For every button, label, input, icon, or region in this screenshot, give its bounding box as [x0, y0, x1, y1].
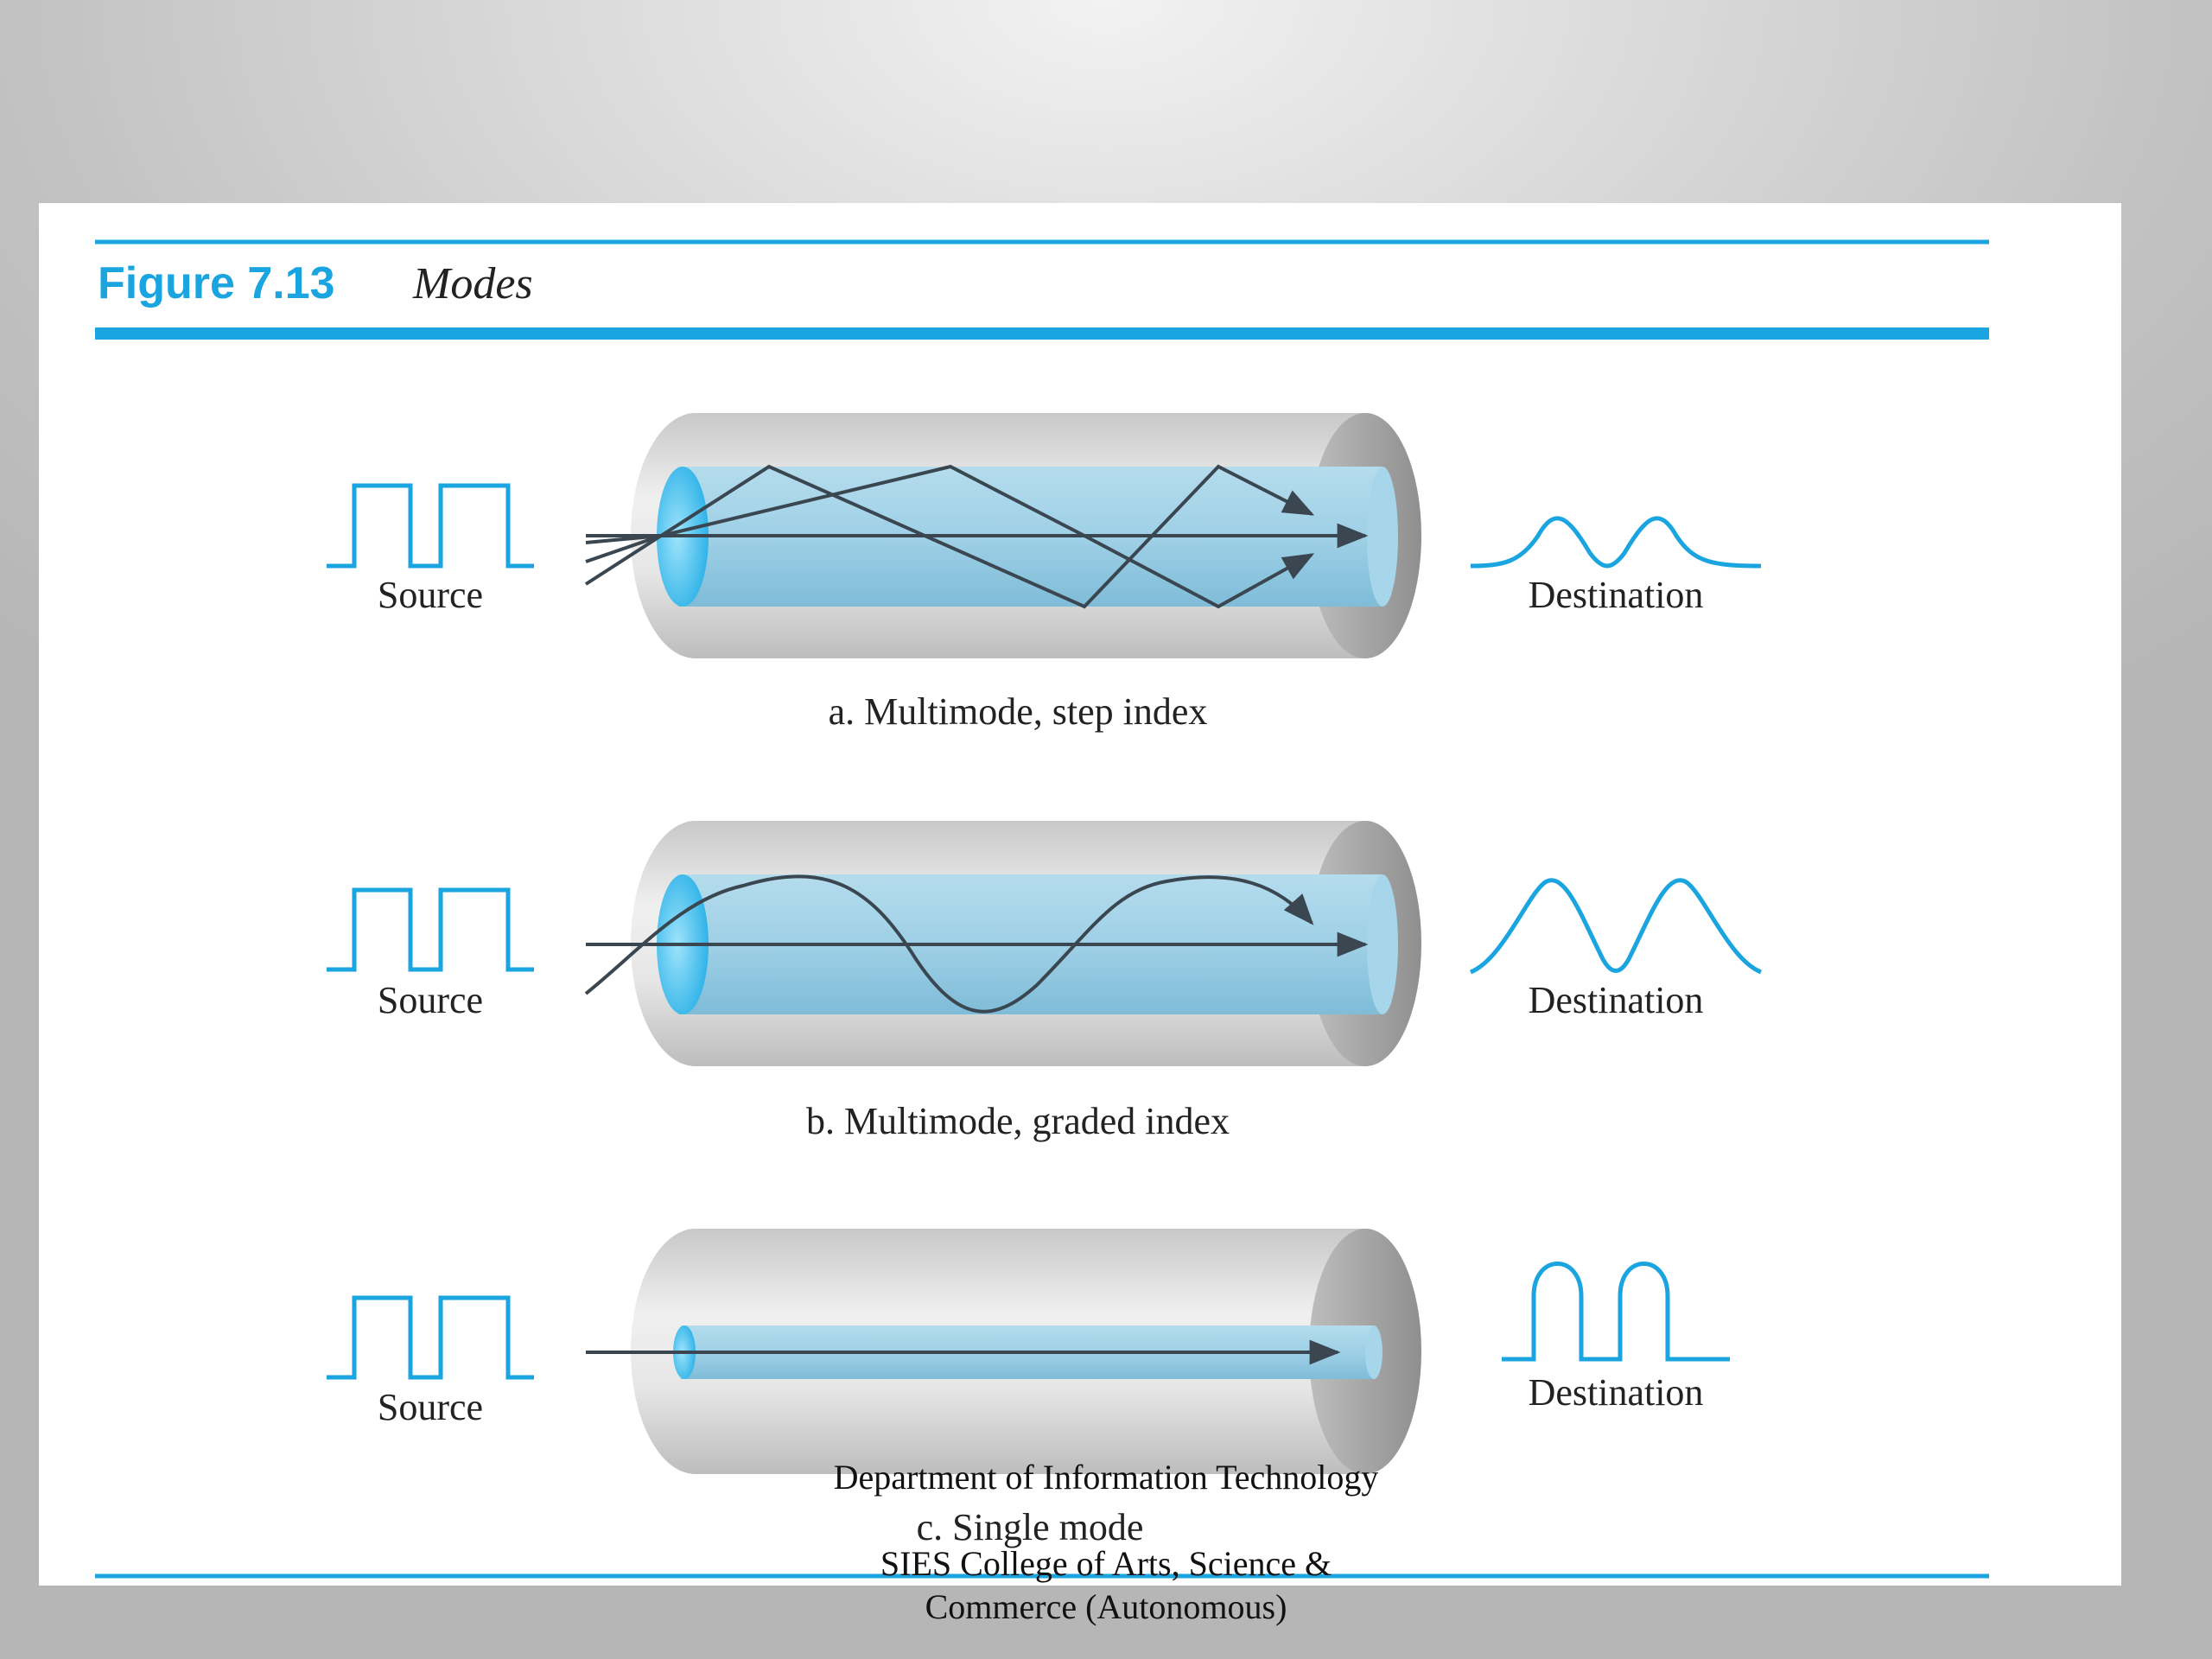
footer-department: Department of Information Technology [833, 1458, 1379, 1497]
source-label: Source [378, 1386, 483, 1428]
panel-multimode-graded-index: Source Destination b. Multimode, graded … [327, 821, 1763, 1142]
figure-title: Modes [412, 259, 533, 308]
source-pulse-c [327, 1295, 534, 1380]
panel-caption-a: a. Multimode, step index [829, 690, 1208, 733]
figure-number: Figure 7.13 [98, 258, 335, 308]
panel-multimode-step-index: Source Destination a. Multimode, step in… [327, 413, 1762, 733]
footer-college-line2: Commerce (Autonomous) [925, 1587, 1287, 1626]
panel-caption-c: c. Single mode [917, 1506, 1144, 1548]
source-label: Source [378, 979, 483, 1021]
destination-label: Destination [1529, 979, 1704, 1021]
destination-pulse-c [1502, 1262, 1730, 1362]
destination-pulse-a [1470, 516, 1762, 569]
source-label: Source [378, 574, 483, 616]
panel-caption-b: b. Multimode, graded index [806, 1100, 1230, 1142]
source-pulse-b [327, 887, 534, 972]
destination-label: Destination [1529, 574, 1704, 616]
source-pulse-a [327, 483, 534, 569]
destination-pulse-b [1469, 878, 1763, 975]
light-rays-a [584, 464, 1369, 609]
destination-label: Destination [1529, 1371, 1704, 1414]
light-rays-b [584, 874, 1369, 1014]
footer-college-line1: SIES College of Arts, Science & [880, 1544, 1332, 1583]
panel-single-mode: Source Destination c. Single mode [327, 1229, 1730, 1548]
